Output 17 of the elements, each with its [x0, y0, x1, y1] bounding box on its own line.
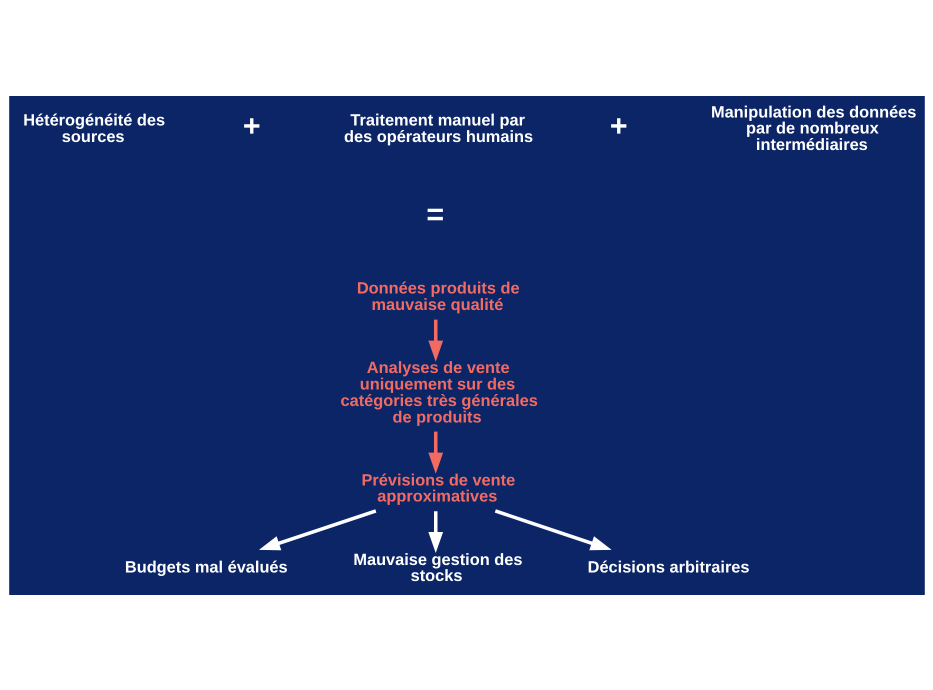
- node-text: Mauvaise gestion des stocks: [352, 550, 522, 585]
- arrow: [258, 508, 376, 550]
- node-text: Décisions arbitraires: [587, 558, 750, 576]
- label: =: [426, 196, 444, 231]
- node-text: Budgets mal évalués: [124, 558, 288, 576]
- node-text: Hétérogénéité des sources: [22, 110, 165, 146]
- label: +: [242, 108, 260, 143]
- label: +: [609, 108, 628, 143]
- arrow: [428, 319, 443, 362]
- node-text: Données produits de mauvaise qualité: [356, 279, 520, 314]
- node-text: Analyses de vente uniquement sur des catégories très générales de produits: [340, 358, 538, 426]
- node-text: Traitement manuel par des opérateurs humains: [344, 110, 533, 146]
- arrow: [494, 508, 612, 550]
- node-text: Manipulation des données par de nombreux intermédiaires: [710, 102, 916, 154]
- node-text: Prévisions de vente approximatives: [361, 470, 515, 506]
- arrow: [428, 510, 443, 553]
- arrow: [428, 431, 443, 474]
